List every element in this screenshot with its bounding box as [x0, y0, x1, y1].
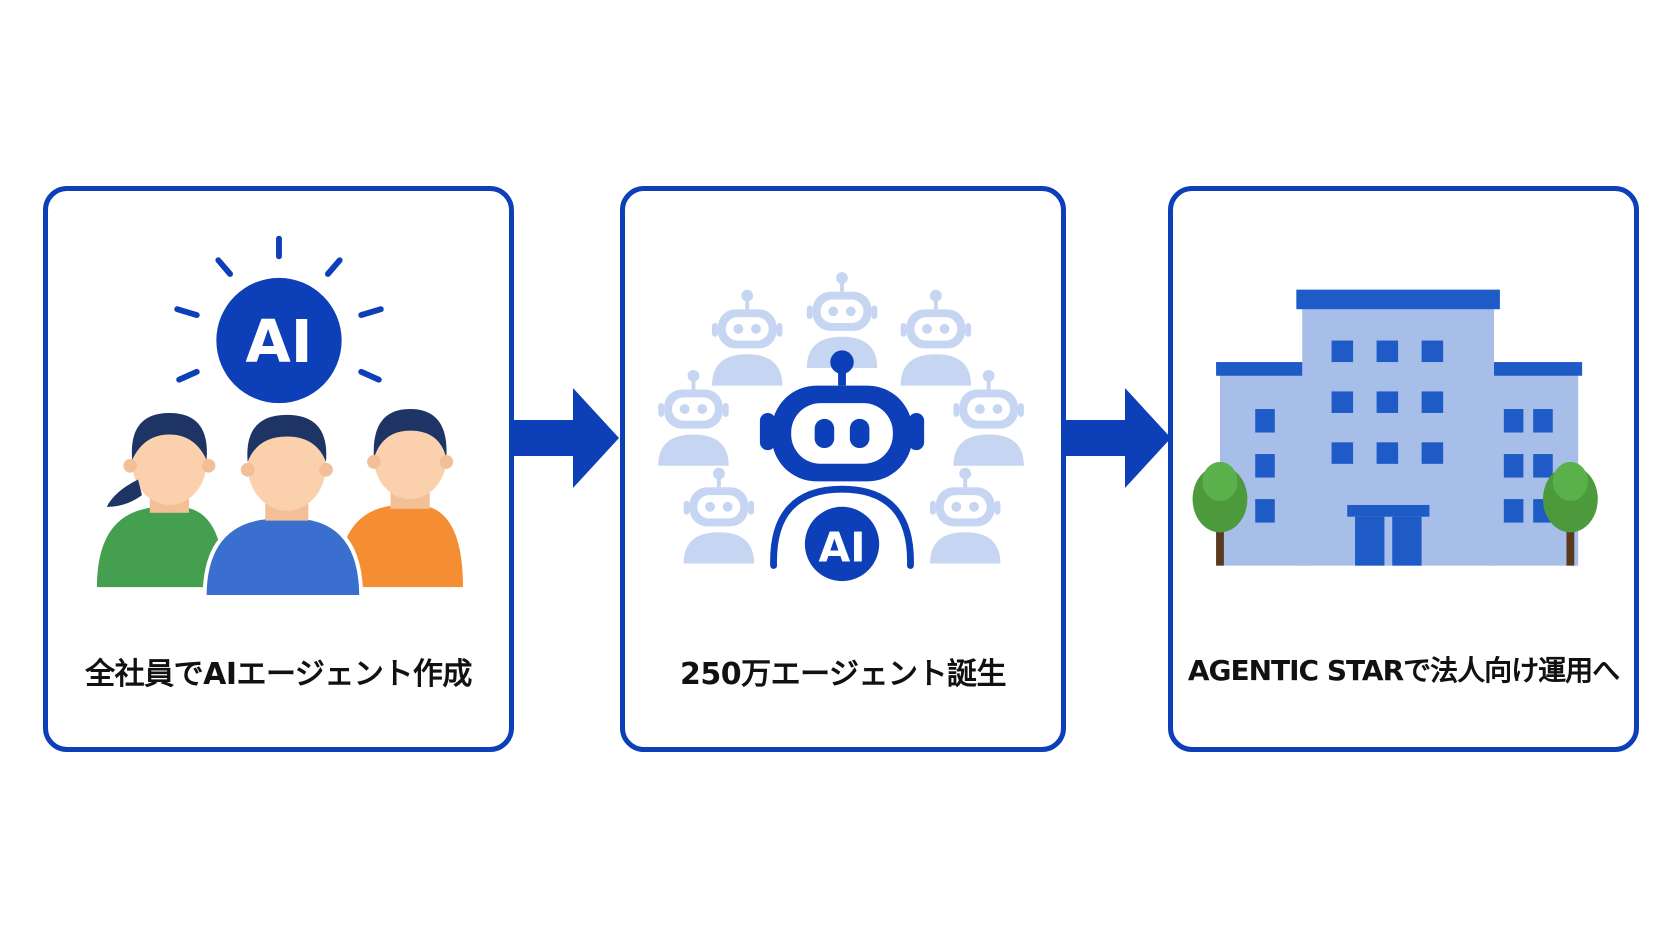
- step-label: 250万エージェント誕生: [679, 657, 1007, 692]
- step-card-create-agents: AI 全社員でAIエージェント作成: [43, 186, 514, 752]
- robot-swarm-icon: AI: [658, 272, 1024, 582]
- ai-people-icon: AI: [96, 235, 463, 599]
- ai-badge-text: AI: [818, 524, 865, 572]
- step-card-agents-born: AI 250万エージェント誕生: [620, 186, 1066, 752]
- step-card-enterprise-operation: AGENTIC STARで法人向け運用へ: [1168, 186, 1639, 752]
- ai-badge-text: AI: [245, 307, 312, 376]
- arrow-right-icon: [1063, 388, 1171, 488]
- step-label: AGENTIC STARで法人向け運用へ: [1187, 654, 1620, 687]
- arrow-right-icon: [511, 388, 619, 488]
- step-label: 全社員でAIエージェント作成: [85, 657, 472, 692]
- office-building-icon: [1192, 289, 1598, 566]
